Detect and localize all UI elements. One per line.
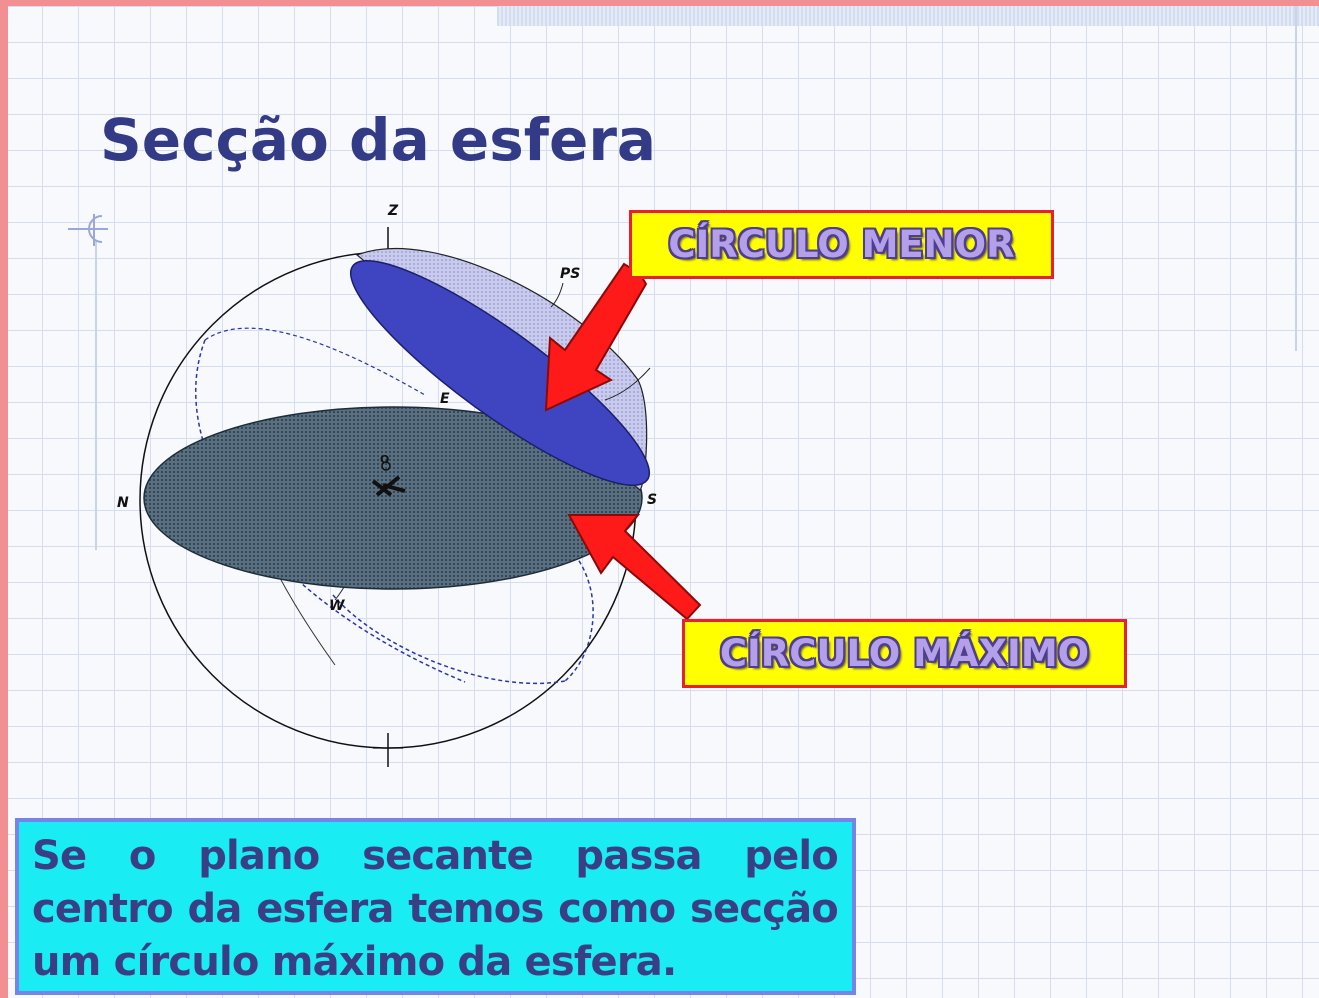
callout-circulo-menor: CÍRCULO MENOR [629,210,1054,279]
caption-text: Se o plano secante passa pelo centro da … [32,833,839,985]
meridian-dashed-arc-lower [332,594,566,685]
meridian-dashed-arc [195,339,466,683]
great-circle-section [143,406,643,590]
decorative-top-band [497,6,1319,26]
label-center: O [380,453,389,466]
label-east: E [440,391,450,407]
meridian-dashed-arc-right [564,554,594,682]
small-circle-section [349,260,651,486]
sphere-section-diagram: Z PS E N S W O [117,203,657,767]
arrow-to-great-circle [567,514,702,621]
slide-top-border [0,0,1319,6]
caption-box: Se o plano secante passa pelo centro da … [15,818,856,995]
small-arc-mark [604,367,651,401]
decorative-left-line [95,240,97,550]
callout-circulo-maximo: CÍRCULO MÁXIMO [682,619,1127,688]
crosshair-ornament-icon [68,214,108,246]
label-zenith: Z [387,203,399,219]
arrow-to-small-circle [544,262,648,412]
label-ps: PS [560,266,580,282]
center-point-mark [371,461,406,497]
label-north: N [117,495,129,511]
upper-dashed-arc [204,327,426,396]
label-south: S [647,492,657,508]
decorative-right-line [1295,6,1297,351]
ps-leader-line [550,282,564,308]
slide-title: Secção da esfera [100,106,657,174]
slide-left-border [0,0,8,998]
label-west: W [329,598,345,614]
